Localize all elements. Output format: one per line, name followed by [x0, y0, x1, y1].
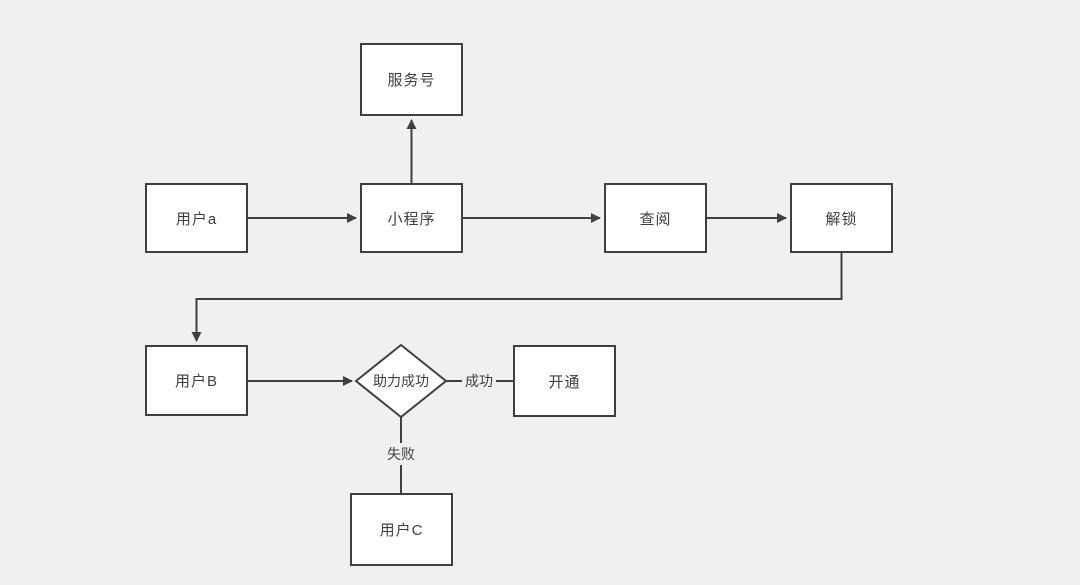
node-activate: 开通	[513, 345, 616, 417]
node-unlock: 解锁	[790, 183, 893, 253]
node-boost-success-label: 助力成功	[373, 373, 429, 389]
decision-diamond-shape	[354, 343, 448, 419]
edge-label-success: 成功	[462, 370, 496, 392]
node-user-c: 用户C	[350, 493, 453, 566]
edge-unlock-to-user-b	[191, 253, 843, 342]
edge-label-failure: 失败	[384, 443, 418, 465]
node-review: 查阅	[604, 183, 707, 253]
node-mini-program: 小程序	[360, 183, 463, 253]
node-user-b: 用户B	[145, 345, 248, 416]
node-user-a: 用户a	[145, 183, 248, 253]
node-service-account: 服务号	[360, 43, 463, 116]
